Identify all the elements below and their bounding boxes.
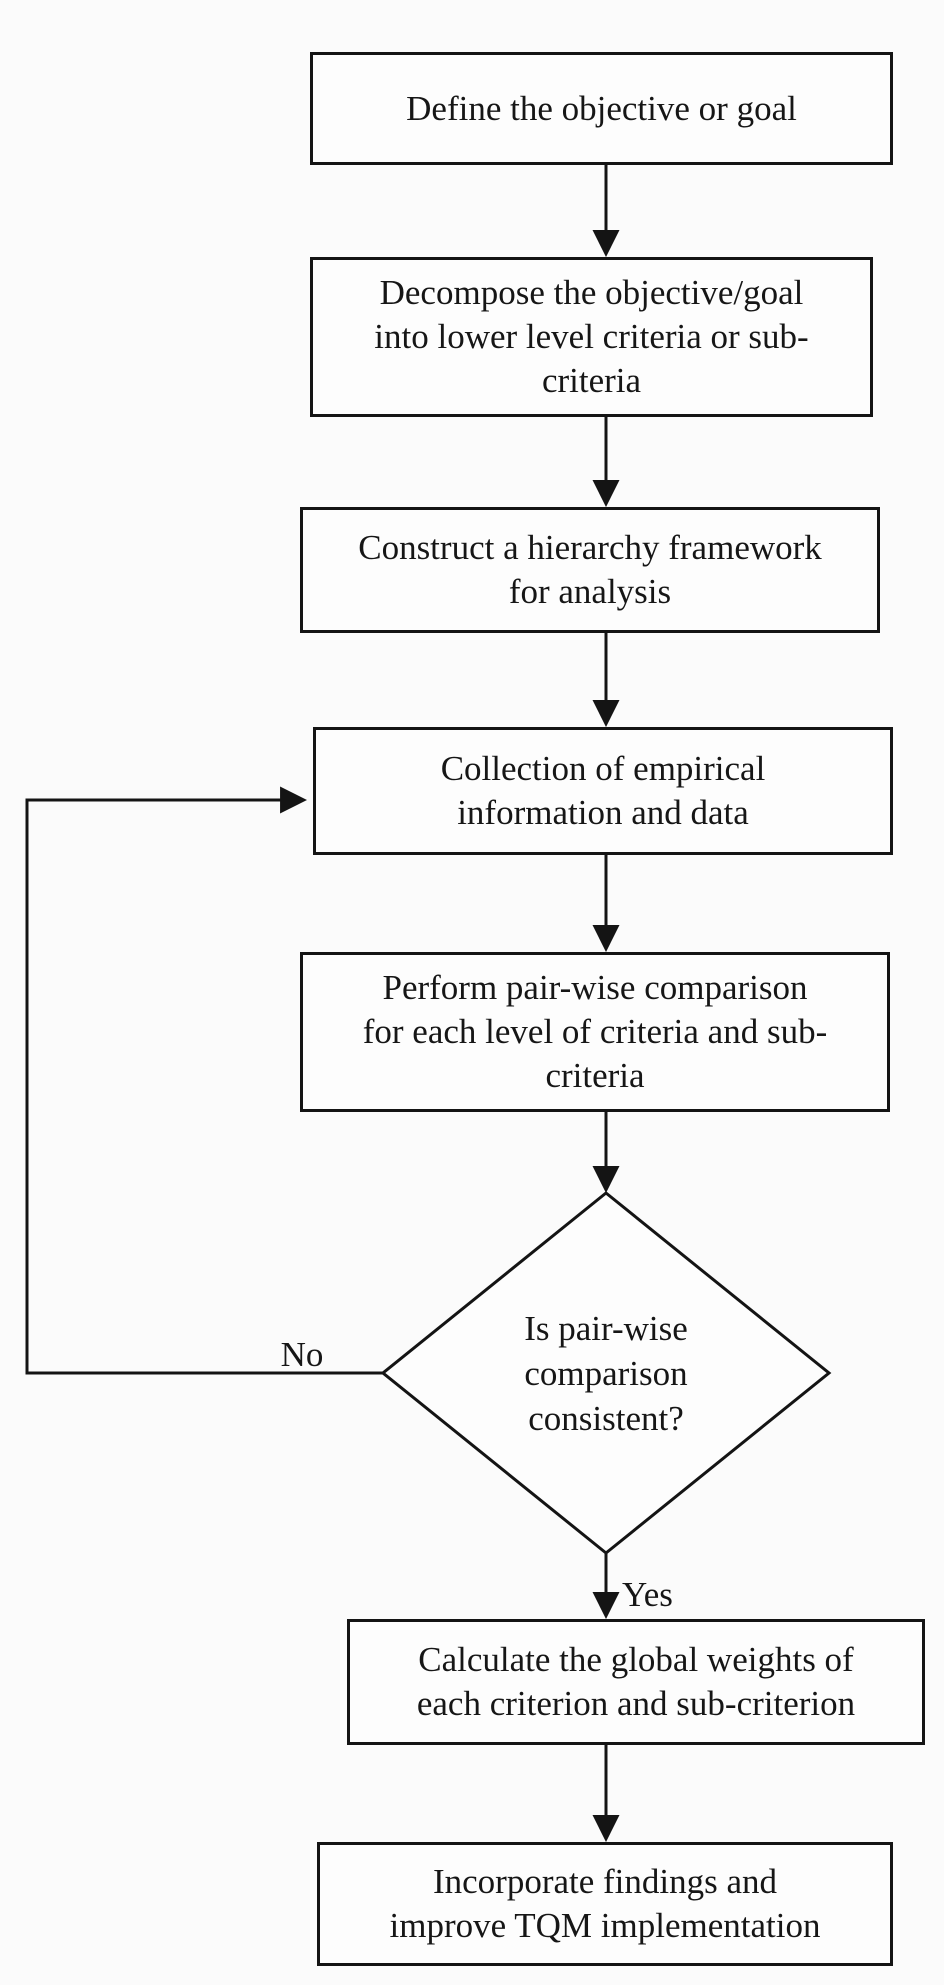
flow-step-label: each criterion and sub-criterion bbox=[416, 1684, 856, 1723]
flow-step-label: information and data bbox=[457, 793, 749, 832]
flow-step-label: Construct a hierarchy framework bbox=[358, 528, 822, 567]
decision-label: consistent? bbox=[528, 1399, 684, 1438]
flow-step-collect-data: Collection of empirical information and … bbox=[313, 727, 893, 855]
edge-label-no: No bbox=[280, 1335, 324, 1374]
flow-step-label: criteria bbox=[541, 361, 642, 400]
decision-consistency-check: Is pair-wise comparison consistent? bbox=[446, 1306, 766, 1441]
flow-step-label: Perform pair-wise comparison bbox=[382, 968, 808, 1007]
edge-label-yes: Yes bbox=[622, 1575, 673, 1614]
flow-step-label: Decompose the objective/goal bbox=[379, 273, 804, 312]
flow-step-label: Define the objective or goal bbox=[406, 88, 797, 128]
flow-step-label: for analysis bbox=[508, 572, 672, 611]
flow-step-label: criteria bbox=[545, 1056, 645, 1095]
decision-label: comparison bbox=[524, 1354, 688, 1393]
flow-step-pairwise-comparison: Perform pair-wise comparison for each le… bbox=[300, 952, 890, 1112]
arrow-decision-no-loop bbox=[25, 786, 383, 1375]
flow-step-label: into lower level criteria or sub- bbox=[374, 317, 809, 356]
flow-step-construct-hierarchy: Construct a hierarchy framework for anal… bbox=[300, 507, 880, 633]
flow-step-label: Calculate the global weights of bbox=[418, 1640, 854, 1679]
flow-step-label: for each level of criteria and sub- bbox=[362, 1012, 828, 1051]
flow-step-incorporate-findings: Incorporate findings and improve TQM imp… bbox=[317, 1842, 893, 1966]
flow-step-calculate-weights: Calculate the global weights of each cri… bbox=[347, 1619, 925, 1745]
decision-label: Is pair-wise bbox=[524, 1309, 688, 1348]
flow-step-label: Incorporate findings and bbox=[432, 1862, 778, 1901]
flow-step-define-objective: Define the objective or goal bbox=[310, 52, 893, 165]
decision-diamond-shape bbox=[380, 1191, 832, 1555]
flow-step-label: improve TQM implementation bbox=[389, 1906, 821, 1945]
flow-step-label: Collection of empirical bbox=[440, 749, 766, 788]
flow-step-decompose-objective: Decompose the objective/goal into lower … bbox=[310, 257, 873, 417]
